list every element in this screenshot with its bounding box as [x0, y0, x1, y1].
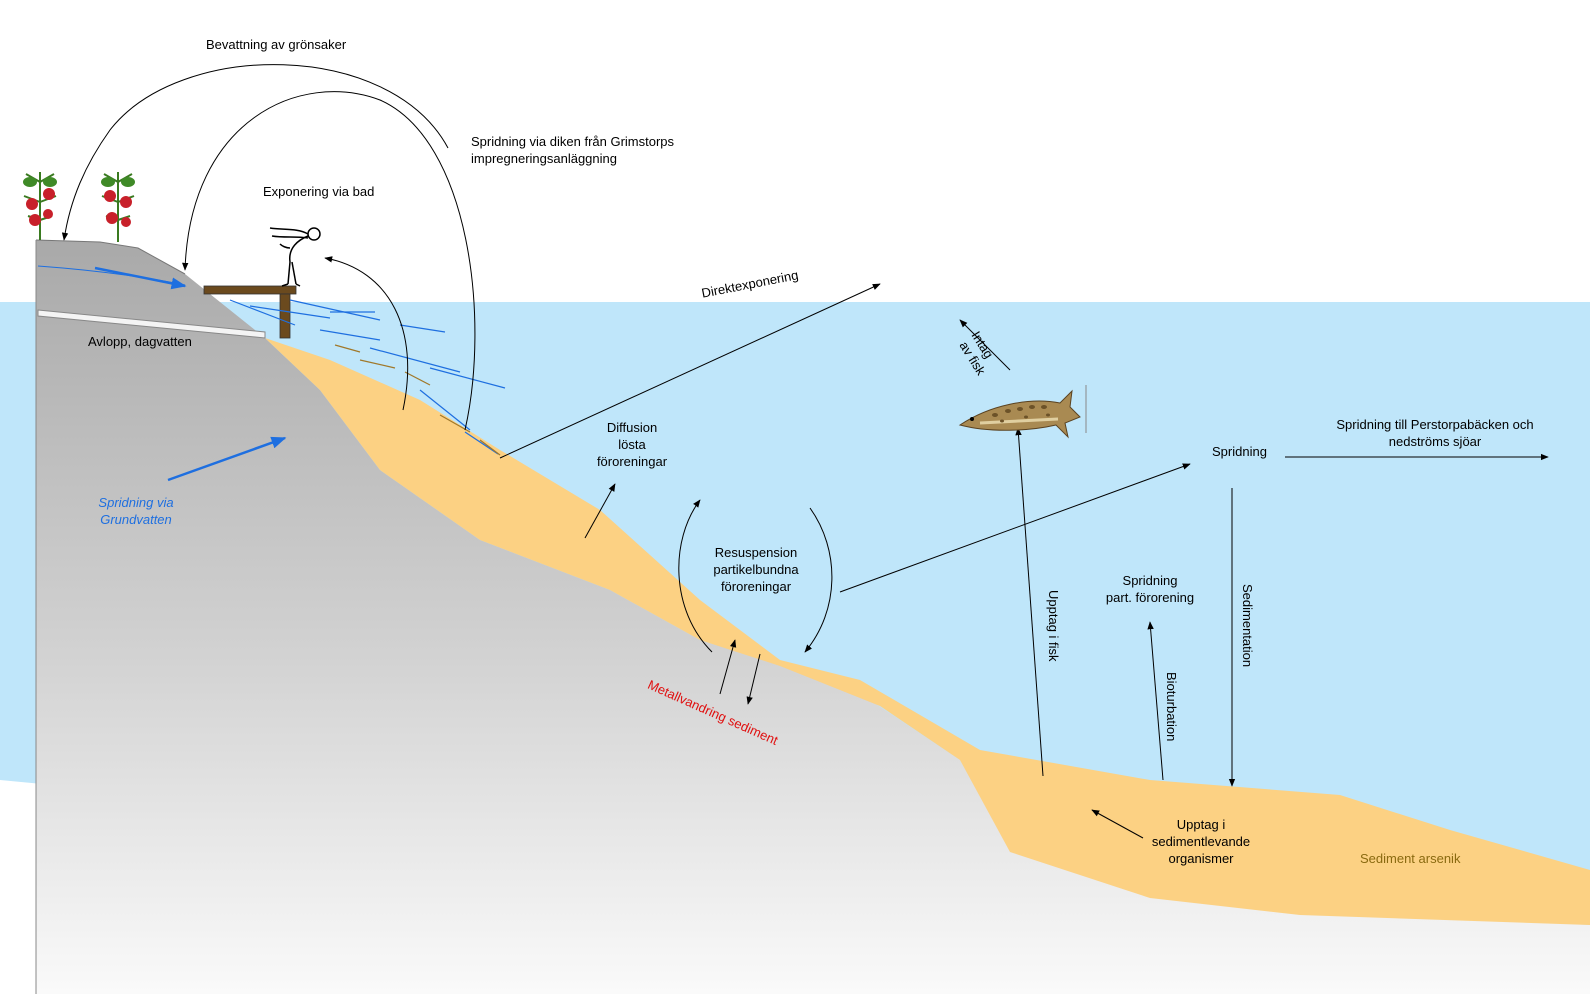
- spreading-arrow: [839, 463, 1191, 593]
- label-groundwater-line1: Spridning via: [98, 495, 174, 510]
- metal-down-arrow: [746, 653, 761, 705]
- sediment-layer: [265, 338, 1590, 925]
- label-diffusion-line1: Diffusion: [606, 420, 658, 435]
- label-resuspension-line3: föroreningar: [720, 579, 792, 594]
- tomato-plant-icon: [23, 172, 57, 240]
- label-sediment-arsenic: Sediment arsenik: [1360, 851, 1461, 866]
- irrigation-arc: [61, 64, 449, 241]
- label-bioturbation: Bioturbation: [1164, 672, 1179, 742]
- groundwater-arrow-lower: [167, 436, 287, 482]
- label-irrigation: Bevattning av grönsaker: [206, 37, 347, 52]
- label-downstream-line1: Spridning till Perstorpabäcken och: [1336, 417, 1534, 432]
- diffusion-arrow: [584, 483, 616, 539]
- label-organism-uptake-line3: organismer: [1168, 851, 1234, 866]
- bathing-arc: [324, 256, 409, 411]
- label-organism-uptake-line2: sedimentlevande: [1151, 834, 1251, 849]
- pike-fish-icon: [958, 385, 1087, 439]
- label-sewage: Avlopp, dagvatten: [88, 334, 192, 349]
- bioturbation-arrow: [1147, 621, 1164, 781]
- label-spreading: Spridning: [1212, 444, 1267, 459]
- sewage-pipe: [37, 309, 266, 339]
- label-diffusion-line3: föroreningar: [596, 454, 668, 469]
- label-bathing: Exponering via bad: [263, 184, 375, 199]
- metal-up-arrow: [719, 639, 737, 695]
- tomato-plant-icon: [101, 172, 135, 242]
- label-ditch-spread-line1: Spridning via diken från Grimstorps: [471, 134, 675, 149]
- label-particle-spread-line1: Spridning: [1122, 573, 1178, 588]
- resuspension-arc-right: [804, 507, 833, 653]
- dock: [203, 285, 297, 339]
- ground-profile: [36, 240, 1590, 994]
- label-groundwater-line2: Grundvatten: [100, 512, 172, 527]
- label-resuspension-line2: partikelbundna: [713, 562, 799, 577]
- label-organism-uptake-line1: Upptag i: [1176, 817, 1226, 832]
- groundwater-arrow-upper: [94, 266, 187, 290]
- label-particle-spread-line2: part. förorening: [1105, 590, 1195, 605]
- label-resuspension-line1: Resuspension: [714, 545, 798, 560]
- swimmer-icon: [269, 227, 321, 287]
- label-downstream-line2: nedströms sjöar: [1388, 434, 1482, 449]
- fish-uptake-arrow: [1015, 427, 1044, 777]
- water-spray: [229, 299, 506, 455]
- label-diffusion-line2: lösta: [618, 437, 646, 452]
- direct-exposure-arrow: [499, 283, 881, 459]
- fish-intake-arrow: [959, 319, 1011, 371]
- label-sedimentation: Sedimentation: [1240, 584, 1255, 668]
- resuspension-arc-left: [678, 499, 713, 653]
- ditch-arc: [182, 91, 476, 431]
- label-ditch-spread-line2: impregneringsanläggning: [471, 151, 617, 166]
- label-fish-uptake: Upptag i fisk: [1046, 590, 1061, 662]
- organism-uptake-arrow: [1091, 809, 1144, 839]
